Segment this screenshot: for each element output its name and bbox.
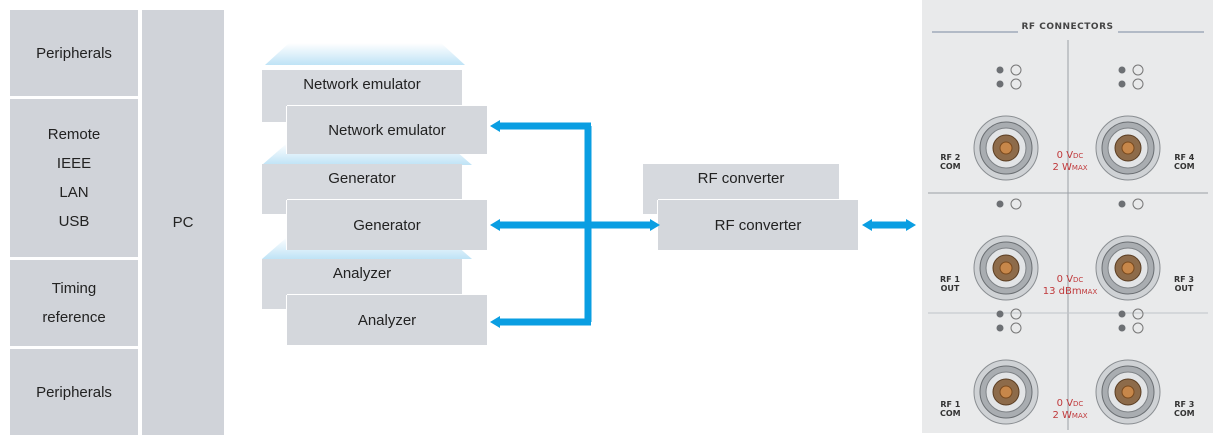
analyzer-front-label: Analyzer (357, 311, 417, 329)
stack-highlight-top (265, 43, 465, 65)
rf-connector-rf1-out (973, 198, 1039, 301)
timing-reference-box: Timing reference (10, 260, 138, 346)
ieee-label: IEEE (56, 155, 92, 172)
signal-direction-icon (1010, 64, 1022, 76)
network-emulator-front-label: Network emulator (328, 121, 446, 139)
rf-out-arrow-left (862, 219, 872, 231)
rf-converter-front-label: RF converter (714, 216, 802, 234)
rf-connector-rf3-com (1095, 308, 1161, 425)
status-led (996, 66, 1004, 74)
generator-front-label: Generator (353, 216, 421, 234)
peripherals-bottom-box: Peripherals (10, 349, 138, 435)
peripherals-top-label: Peripherals (36, 44, 112, 62)
peripherals-bottom-label: Peripherals (36, 383, 112, 401)
status-led (1118, 200, 1126, 208)
rf-converter-front-card: RF converter (658, 200, 858, 250)
generator-front-card: Generator (287, 200, 487, 250)
rf-out-arrow-right (906, 219, 916, 231)
signal-direction-icon (1132, 64, 1144, 76)
panel-artwork (928, 31, 1208, 430)
peripherals-top-box: Peripherals (10, 10, 138, 96)
signal-direction-icon (1010, 78, 1022, 90)
status-led (1118, 324, 1126, 332)
rf-connector-rf2-com (973, 64, 1039, 181)
panel-title: RF CONNECTORS (1021, 22, 1114, 32)
generator-arrow (490, 219, 500, 231)
status-led (1118, 80, 1126, 88)
status-led (996, 310, 1004, 318)
remote-interfaces-box: Remote IEEE LAN USB (10, 99, 138, 257)
signal-direction-icon (1132, 322, 1144, 334)
network-emulator-front-card: Network emulator (287, 106, 487, 154)
signal-direction-icon (1010, 322, 1022, 334)
usb-label: USB (58, 213, 90, 230)
status-led (1118, 66, 1126, 74)
pc-box: PC (142, 10, 224, 435)
analyzer-front-card: Analyzer (287, 295, 487, 345)
rf-connector-rf3-out (1095, 198, 1161, 301)
remote-label: Remote (47, 126, 101, 143)
rf-converter-arrow (650, 219, 660, 231)
status-led (996, 324, 1004, 332)
signal-direction-icon (1132, 78, 1144, 90)
status-led (1118, 310, 1126, 318)
timing-label: Timing (51, 280, 97, 297)
signal-direction-icon (1132, 308, 1144, 320)
rating-top: 0 VDC 2 WMAX (1052, 150, 1088, 173)
rating-middle: 0 VDC 13 dBmMAX (1042, 274, 1098, 297)
status-led (996, 80, 1004, 88)
signal-direction-icon (1132, 198, 1144, 210)
pc-label: PC (172, 214, 194, 231)
generator-back-label: Generator (328, 170, 396, 187)
signal-direction-icon (1010, 308, 1022, 320)
lan-label: LAN (59, 184, 89, 201)
signal-direction-icon (1010, 198, 1022, 210)
rf-converter-back-label: RF converter (697, 170, 785, 187)
rf-connector-rf1-com (973, 308, 1039, 425)
analyzer-back-label: Analyzer (332, 265, 392, 282)
reference-label: reference (42, 309, 106, 326)
analyzer-arrow (490, 316, 500, 328)
rf-connector-rf4-com (1095, 64, 1161, 181)
rating-bottom: 0 VDC 2 WMAX (1052, 398, 1088, 421)
network-emulator-arrow (490, 120, 500, 132)
network-emulator-back-label: Network emulator (303, 76, 421, 93)
status-led (996, 200, 1004, 208)
